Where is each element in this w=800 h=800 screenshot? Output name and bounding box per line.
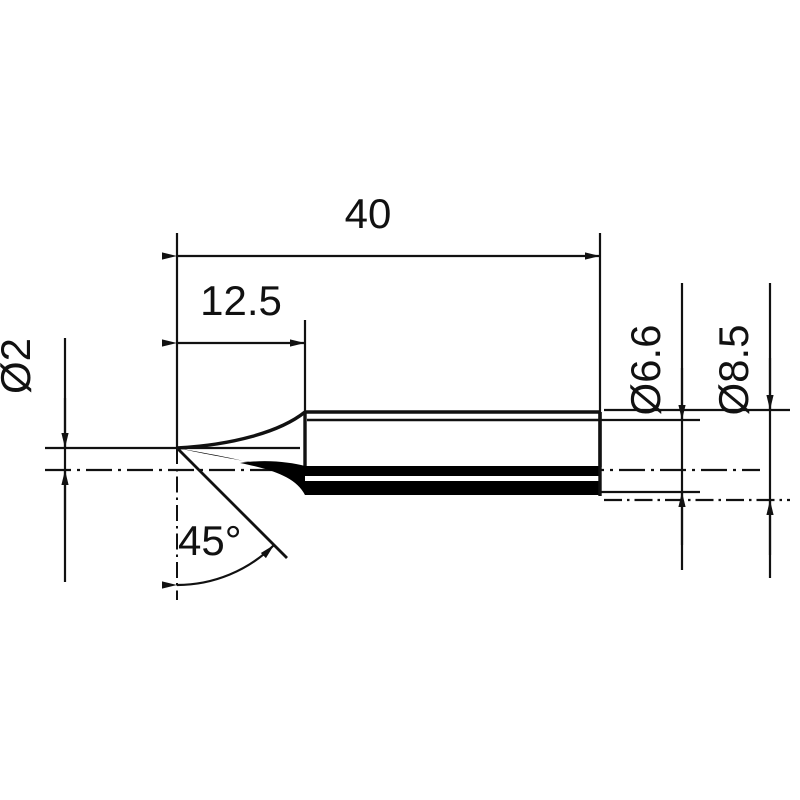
dimension-outer-diameter: Ø8.5 bbox=[710, 324, 774, 555]
body-section-fill bbox=[305, 466, 601, 476]
taper-curve-upper bbox=[176, 410, 307, 450]
taper-flare-lower bbox=[240, 461, 305, 495]
body-section-fill-lower bbox=[305, 481, 601, 495]
dimension-12-5: 12.5 bbox=[162, 277, 305, 347]
dimension-tip-diameter-label: Ø2 bbox=[0, 338, 39, 394]
part-profile bbox=[176, 410, 602, 496]
dimension-angle-45-label: 45° bbox=[178, 517, 242, 564]
angle-arc bbox=[161, 544, 275, 589]
dimension-body-diameter: Ø6.6 bbox=[622, 324, 686, 545]
dimension-12-5-label: 12.5 bbox=[200, 277, 282, 324]
right-extension-leaders bbox=[600, 408, 790, 502]
dimension-angle-45: 45° bbox=[161, 447, 288, 589]
dimension-body-diameter-label: Ø6.6 bbox=[622, 324, 669, 415]
dimension-tip-diameter: Ø2 bbox=[0, 338, 69, 520]
dimension-outer-diameter-label: Ø8.5 bbox=[710, 324, 757, 415]
dimension-40: 40 bbox=[162, 190, 600, 260]
angle-reference-line bbox=[176, 447, 288, 559]
dimension-40-label: 40 bbox=[345, 190, 392, 237]
